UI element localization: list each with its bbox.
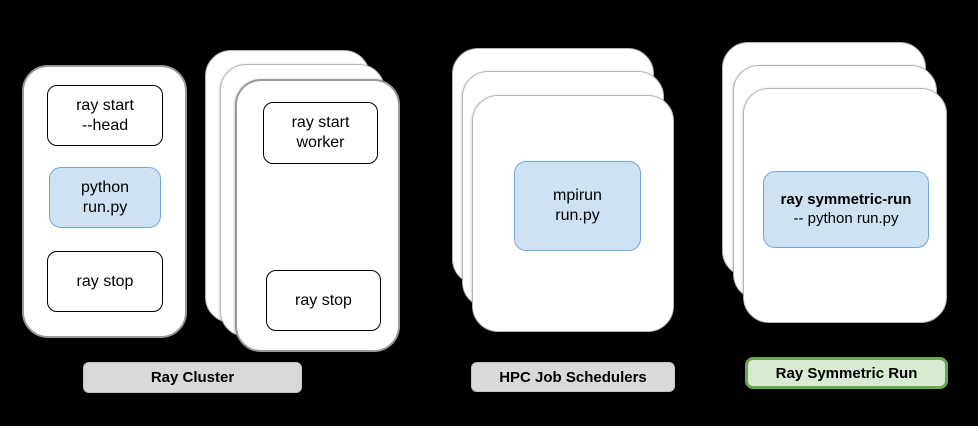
ray-symmetric-run-line1: ray symmetric-run bbox=[780, 190, 912, 208]
ray-symmetric-run-label: Ray Symmetric Run bbox=[745, 357, 948, 389]
ray-start-head-line2: --head bbox=[81, 116, 129, 134]
head-node-card: ray start --head python run.py ray stop bbox=[22, 65, 187, 338]
hpc-job-schedulers-label: HPC Job Schedulers bbox=[471, 362, 675, 392]
python-run-line2: run.py bbox=[82, 198, 128, 216]
mpirun-run-line1: mpirun bbox=[553, 187, 602, 204]
ray-start-worker-box: ray start worker bbox=[263, 102, 378, 164]
python-run-box: python run.py bbox=[49, 167, 161, 228]
ray-start-worker-line1: ray start bbox=[291, 114, 350, 131]
ray-symmetric-run-line2: -- python run.py bbox=[793, 209, 899, 227]
ray-cluster-label: Ray Cluster bbox=[83, 362, 302, 393]
ray-start-worker-line2: worker bbox=[296, 134, 345, 151]
head-ray-stop-line1: ray stop bbox=[76, 272, 134, 290]
mpirun-run-box: mpirun run.py bbox=[514, 161, 641, 251]
ray-start-head-line1: ray start bbox=[76, 96, 134, 114]
ray-start-head-box: ray start --head bbox=[47, 85, 163, 146]
ray-symmetric-run-box: ray symmetric-run -- python run.py bbox=[763, 171, 929, 248]
mpirun-run-line2: run.py bbox=[555, 207, 600, 224]
symmetric-card-front: ray symmetric-run -- python run.py bbox=[743, 88, 947, 323]
hpc-card-front: mpirun run.py bbox=[472, 95, 674, 332]
worker-ray-stop-line1: ray stop bbox=[295, 291, 352, 309]
head-ray-stop-box: ray stop bbox=[47, 251, 163, 312]
worker-node-card-front: ray start worker ray stop bbox=[235, 79, 400, 352]
worker-ray-stop-box: ray stop bbox=[266, 270, 381, 331]
python-run-line1: python bbox=[80, 178, 130, 196]
